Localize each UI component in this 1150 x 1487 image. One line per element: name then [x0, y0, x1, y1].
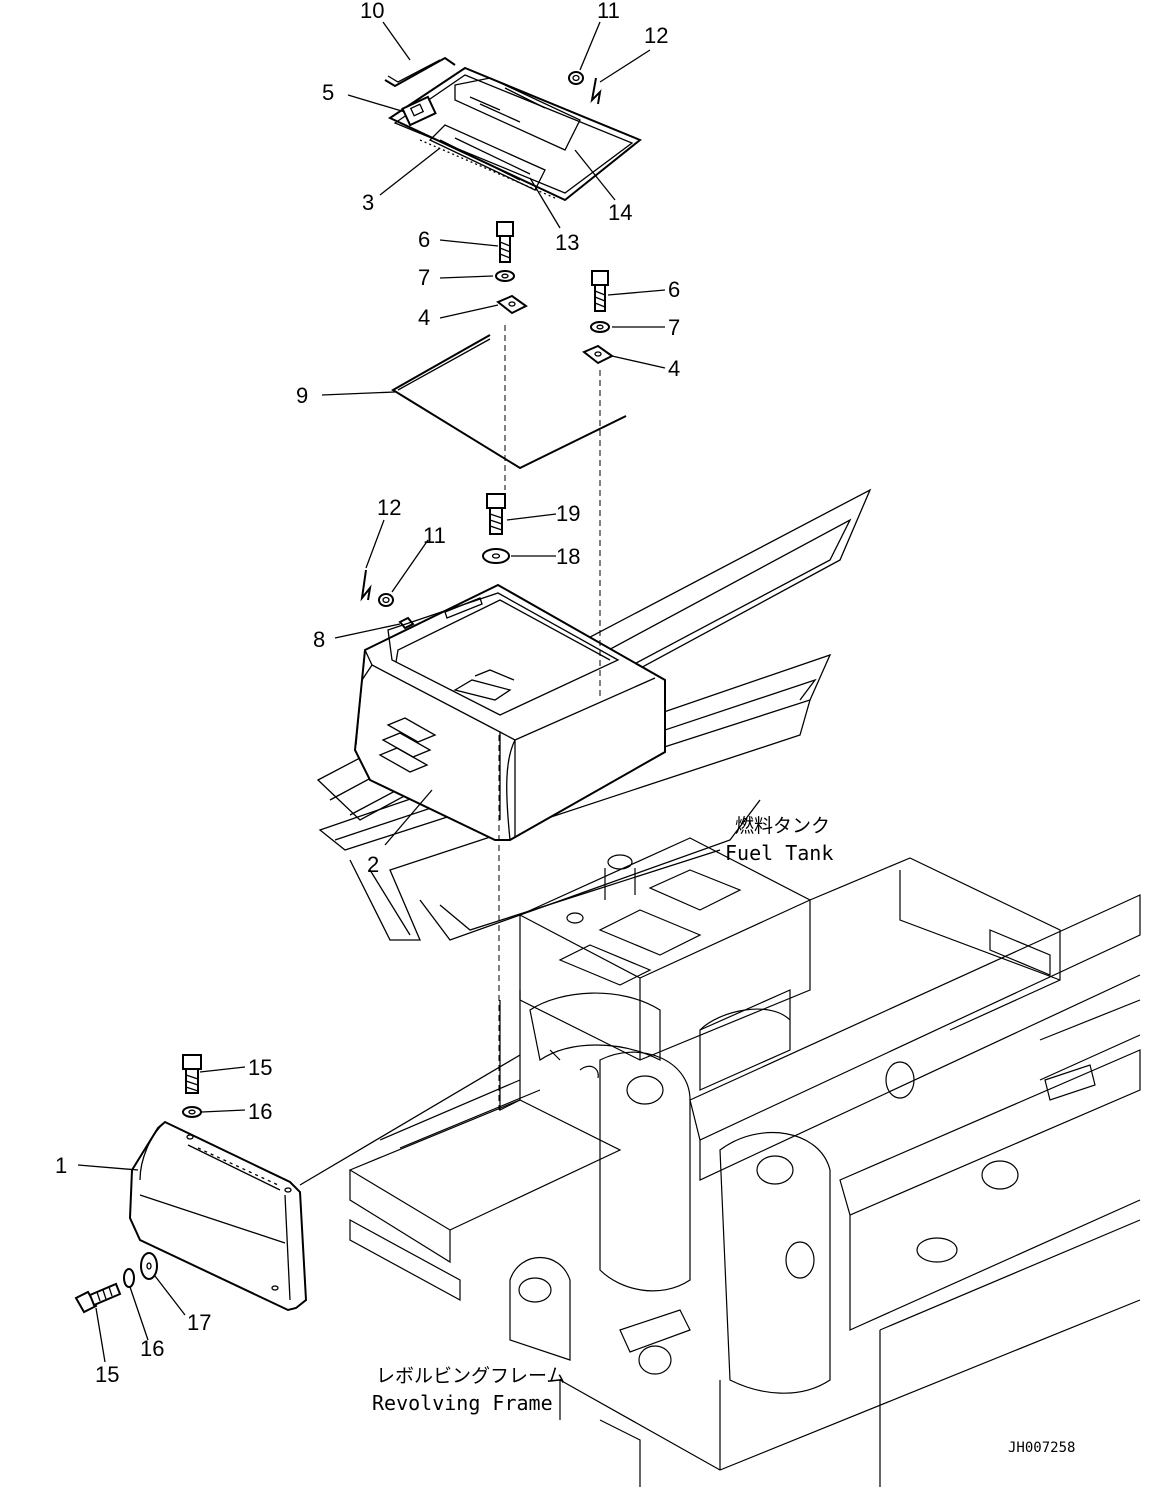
callout-11-top: 11	[597, 0, 620, 23]
callout-16-top: 16	[248, 1099, 272, 1124]
fuel-tank-label-en: Fuel Tank	[725, 841, 833, 865]
callout-9: 9	[296, 383, 308, 408]
callout-11-mid: 11	[423, 523, 446, 548]
callout-15-top: 15	[248, 1055, 272, 1080]
callout-numbers: 10 11 12 5 3 13 14 6 7 4 6 7 4 9 12 11 1…	[55, 0, 680, 1387]
part-3-top-cover	[387, 66, 642, 202]
callout-1: 1	[55, 1153, 67, 1178]
part-18-washer	[482, 548, 510, 564]
callout-3: 3	[362, 190, 374, 215]
callout-19: 19	[556, 501, 580, 526]
callout-12-top: 12	[644, 23, 668, 48]
callout-6-right: 6	[668, 277, 680, 302]
part-12-pin-mid	[360, 569, 372, 602]
text-labels: 燃料タンク Fuel Tank レボルビングフレーム Revolving Fra…	[372, 815, 1075, 1456]
part-19-bolt	[486, 493, 506, 535]
callout-18: 18	[556, 544, 580, 569]
part-16-washer-top	[182, 1106, 202, 1118]
callout-10: 10	[360, 0, 384, 23]
revolving-frame-label-jp: レボルビングフレーム	[376, 1365, 565, 1387]
callout-4-right: 4	[668, 356, 680, 381]
part-17-plate-washer	[140, 1252, 158, 1280]
callout-5: 5	[322, 80, 334, 105]
callout-7-right: 7	[668, 315, 680, 340]
part-11-washer-mid	[378, 593, 394, 607]
callout-2: 2	[367, 852, 379, 877]
callout-12-mid: 12	[377, 495, 401, 520]
drawing-code: JH007258	[1008, 1440, 1075, 1456]
part-15-bolt-bottom	[74, 1282, 122, 1314]
part-11-washer-top	[568, 71, 584, 85]
callout-16-bottom: 16	[140, 1336, 164, 1361]
bolt-stack-right	[582, 270, 614, 365]
part-1-side-cover	[128, 1120, 308, 1312]
part-9-seal	[391, 334, 627, 470]
callout-15-bottom: 15	[95, 1362, 119, 1387]
leader-lines	[77, 21, 666, 1363]
part-15-bolt-top	[182, 1054, 202, 1094]
callout-7-left: 7	[418, 265, 430, 290]
revolving-frame-drawing	[299, 325, 1141, 1487]
callout-14: 14	[608, 200, 632, 225]
callout-6-left: 6	[418, 227, 430, 252]
part-12-pin-top	[590, 77, 602, 105]
part-10-rod	[384, 56, 456, 88]
callout-13: 13	[555, 230, 579, 255]
callout-17: 17	[187, 1310, 211, 1335]
callout-4-left: 4	[418, 305, 430, 330]
callout-8: 8	[313, 627, 325, 652]
part-2-box	[353, 583, 666, 841]
revolving-frame-label-en: Revolving Frame	[372, 1391, 553, 1415]
part-16-washer-bottom	[123, 1268, 135, 1288]
bolt-stack-left	[495, 221, 528, 315]
fuel-tank-label-jp: 燃料タンク	[735, 815, 830, 837]
